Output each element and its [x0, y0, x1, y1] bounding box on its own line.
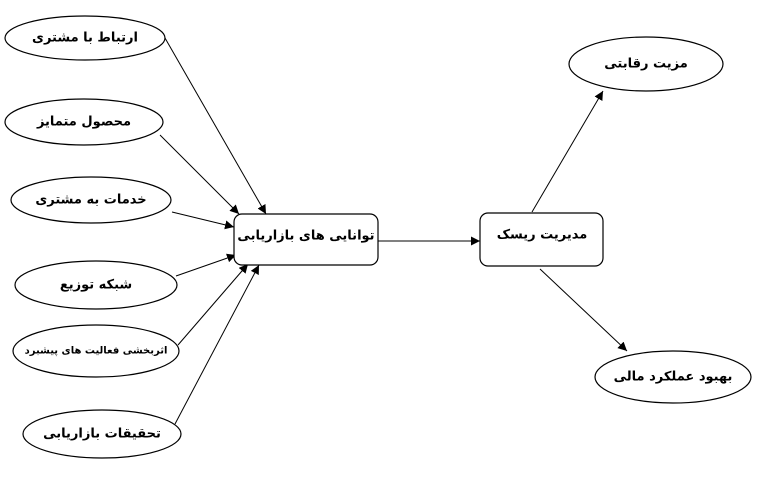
node-customer-service: خدمات به مشتری — [10, 176, 172, 224]
node-customer-relation-label: ارتباط با مشتری — [32, 31, 138, 46]
node-marketing-capabilities-label: توانایی های بازاریابی — [237, 229, 374, 244]
node-marketing-capabilities: توانایی های بازاریابی — [233, 213, 379, 266]
node-customer-service-label: خدمات به مشتری — [35, 193, 146, 208]
node-financial-performance-label: بهبود عملکرد مالی — [614, 370, 733, 385]
node-risk-management-label: مدیریت ریسک — [497, 228, 588, 243]
arrow-research-to-marketing — [174, 264, 260, 425]
node-distinct-product-label: محصول متمایز — [36, 115, 131, 130]
arrow-risk-to-financial — [539, 268, 628, 352]
arrow-customer-relation-to-marketing — [164, 37, 267, 215]
node-risk-management: مدیریت ریسک — [479, 212, 604, 267]
node-distribution-network: شبکه توزیع — [14, 260, 178, 310]
node-distribution-network-label: شبکه توزیع — [60, 278, 132, 293]
node-distinct-product: محصول متمایز — [4, 98, 164, 146]
arrow-distinct-product-to-marketing — [159, 134, 240, 215]
arrow-advertising-to-marketing — [177, 263, 249, 346]
node-customer-relation: ارتباط با مشتری — [4, 15, 166, 61]
edges — [159, 37, 628, 425]
arrow-risk-to-competitive — [531, 90, 604, 213]
node-marketing-research-label: تحقیقات بازاریابی — [43, 427, 161, 442]
arrow-distribution-to-marketing — [175, 253, 237, 277]
node-advertising-effectiveness: اثربخشی فعالیت های پیشبرد — [12, 324, 180, 378]
arrow-customer-service-to-marketing — [171, 211, 235, 230]
node-competitive-advantage: مزیت رقابتی — [568, 36, 724, 92]
node-competitive-advantage-label: مزیت رقابتی — [604, 57, 688, 72]
node-marketing-research: تحقیقات بازاریابی — [22, 409, 182, 459]
node-advertising-effectiveness-label: اثربخشی فعالیت های پیشبرد — [25, 346, 168, 357]
node-financial-performance: بهبود عملکرد مالی — [594, 350, 752, 404]
